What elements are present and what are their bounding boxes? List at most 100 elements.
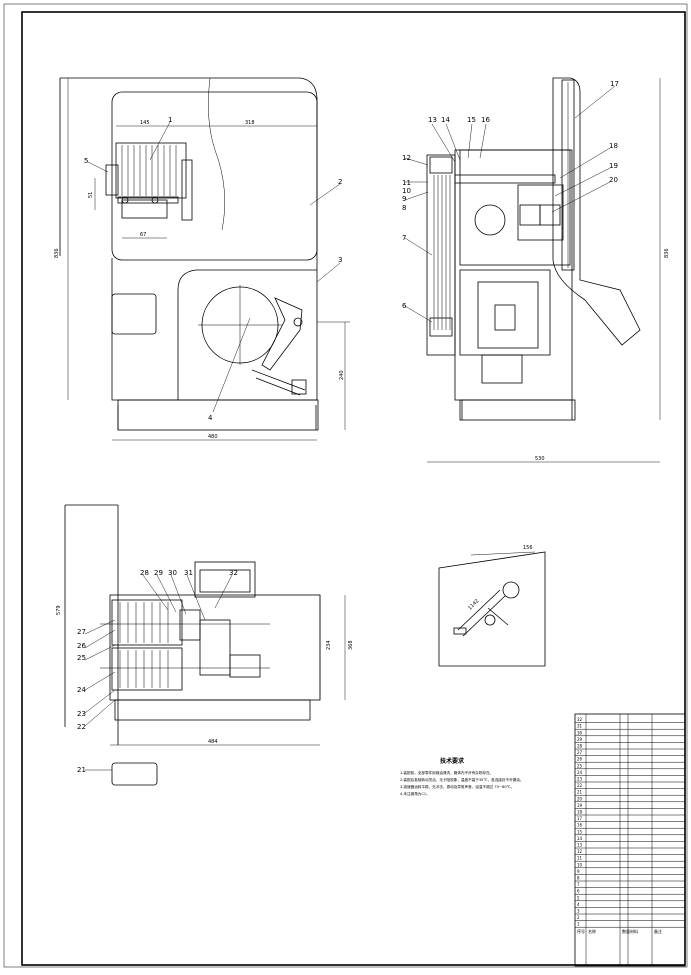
dim-51: 51 bbox=[88, 192, 94, 198]
label-4: 4 bbox=[208, 414, 213, 422]
dim-145: 145 bbox=[140, 120, 150, 126]
bom-header-cell: 数量 bbox=[622, 928, 630, 934]
bom-table: 3231302928272625242322212019181716151413… bbox=[574, 713, 686, 967]
bom-row-number: 7 bbox=[577, 882, 580, 887]
bom-row-number: 21 bbox=[577, 790, 583, 795]
technical-notes: 技术要求 1.装配前，全部零件用煤油清洗，箱体内不许有杂物存在。 2.装配后各轴… bbox=[400, 757, 523, 796]
drum-ribs bbox=[121, 145, 177, 196]
bom-row-number: 16 bbox=[577, 823, 583, 828]
dim-579: 579 bbox=[56, 605, 62, 615]
dim-234: 234 bbox=[326, 640, 332, 650]
bom-row-number: 5 bbox=[577, 895, 580, 900]
side-view bbox=[404, 77, 661, 463]
notes-title: 技术要求 bbox=[440, 757, 465, 765]
label-1: 1 bbox=[168, 116, 172, 124]
detail-view bbox=[438, 551, 546, 667]
label-3: 3 bbox=[338, 256, 342, 264]
dim-530: 530 bbox=[535, 456, 545, 462]
bom-row-number: 11 bbox=[577, 856, 583, 861]
bom-row-number: 8 bbox=[577, 876, 580, 881]
bom-row-number: 2 bbox=[577, 915, 580, 920]
label-27: 27 bbox=[77, 628, 86, 636]
belt-lines bbox=[433, 175, 451, 330]
bom-row-number: 32 bbox=[577, 717, 583, 722]
bom-row-number: 3 bbox=[577, 909, 580, 914]
dim-156: 156 bbox=[523, 545, 533, 551]
label-23: 23 bbox=[77, 710, 86, 718]
label-25: 25 bbox=[77, 654, 86, 662]
bom-header-cell: 名称 bbox=[588, 928, 596, 934]
note-4: 4.未注倒角为C1。 bbox=[400, 791, 430, 796]
bom-header-cell: 序号 bbox=[577, 928, 585, 934]
bom-row-number: 31 bbox=[577, 724, 583, 729]
bom-row-number: 23 bbox=[577, 777, 583, 782]
frame-border bbox=[21, 11, 686, 966]
note-1: 1.装配前，全部零件用煤油清洗，箱体内不许有杂物存在。 bbox=[400, 770, 493, 775]
dim-1142: 1142 bbox=[467, 598, 480, 611]
note-3: 3.减速器运转平稳，无冲击、振动及异常声音，油温不超过 70~80℃。 bbox=[400, 784, 514, 789]
bom-row-number: 27 bbox=[577, 750, 583, 755]
label-21: 21 bbox=[77, 766, 86, 774]
dim-368: 368 bbox=[348, 640, 354, 650]
dim-67: 67 bbox=[140, 232, 146, 238]
bom-row-number: 9 bbox=[577, 869, 580, 874]
bom-row-number: 20 bbox=[577, 796, 583, 801]
label-6: 6 bbox=[402, 302, 407, 310]
label-20: 20 bbox=[609, 176, 618, 184]
front-view bbox=[59, 77, 350, 441]
bom-row-number: 10 bbox=[577, 862, 583, 867]
label-29: 29 bbox=[154, 569, 163, 577]
dim-484: 484 bbox=[208, 739, 218, 745]
label-18: 18 bbox=[609, 142, 618, 150]
bom-row-number: 12 bbox=[577, 849, 583, 854]
bom-row-number: 1 bbox=[577, 922, 580, 927]
label-7: 7 bbox=[402, 234, 406, 242]
note-2: 2.装配后各轴转动灵活，无卡阻现象，温度不高于35℃，各连接处不许漏油。 bbox=[400, 777, 523, 782]
bom-header-cell: 备注 bbox=[654, 928, 662, 934]
label-28: 28 bbox=[140, 569, 149, 577]
label-8: 8 bbox=[402, 204, 406, 212]
label-30: 30 bbox=[168, 569, 177, 577]
label-26: 26 bbox=[77, 642, 86, 650]
label-31: 31 bbox=[184, 569, 193, 577]
dim-480: 480 bbox=[208, 434, 218, 440]
label-14: 14 bbox=[441, 116, 450, 124]
label-16: 16 bbox=[481, 116, 490, 124]
bom-row-number: 13 bbox=[577, 843, 583, 848]
dim-836-side: 836 bbox=[664, 248, 670, 258]
bom-row-number: 15 bbox=[577, 829, 583, 834]
label-15: 15 bbox=[467, 116, 476, 124]
label-24: 24 bbox=[77, 686, 86, 694]
top-drum-ribs bbox=[119, 602, 169, 688]
bom-row-number: 17 bbox=[577, 816, 583, 821]
label-32: 32 bbox=[229, 569, 238, 577]
label-13: 13 bbox=[428, 116, 437, 124]
label-9: 9 bbox=[402, 195, 406, 203]
bom-row-number: 30 bbox=[577, 730, 583, 735]
dim-836-front: 836 bbox=[54, 248, 60, 258]
label-17: 17 bbox=[610, 80, 619, 88]
bom-row-number: 25 bbox=[577, 763, 583, 768]
label-2: 2 bbox=[338, 178, 342, 186]
bom-row-number: 19 bbox=[577, 803, 583, 808]
bom-row-number: 18 bbox=[577, 810, 583, 815]
bom-row-number: 22 bbox=[577, 783, 583, 788]
bom-row-number: 14 bbox=[577, 836, 583, 841]
dim-318: 318 bbox=[245, 120, 255, 126]
label-12: 12 bbox=[402, 154, 411, 162]
label-11: 11 bbox=[402, 179, 411, 187]
top-view bbox=[64, 504, 346, 786]
sheet-border bbox=[3, 3, 688, 968]
bom-row-number: 24 bbox=[577, 770, 583, 775]
dim-240: 240 bbox=[339, 370, 345, 380]
label-19: 19 bbox=[609, 162, 618, 170]
label-22: 22 bbox=[77, 723, 86, 731]
bom-row-number: 4 bbox=[577, 902, 580, 907]
bom-row-number: 28 bbox=[577, 744, 583, 749]
bom-header-cell: 材料 bbox=[630, 928, 638, 934]
bom-row-number: 29 bbox=[577, 737, 583, 742]
label-5: 5 bbox=[84, 157, 88, 165]
bom-row-number: 6 bbox=[577, 889, 580, 894]
label-10: 10 bbox=[402, 187, 411, 195]
